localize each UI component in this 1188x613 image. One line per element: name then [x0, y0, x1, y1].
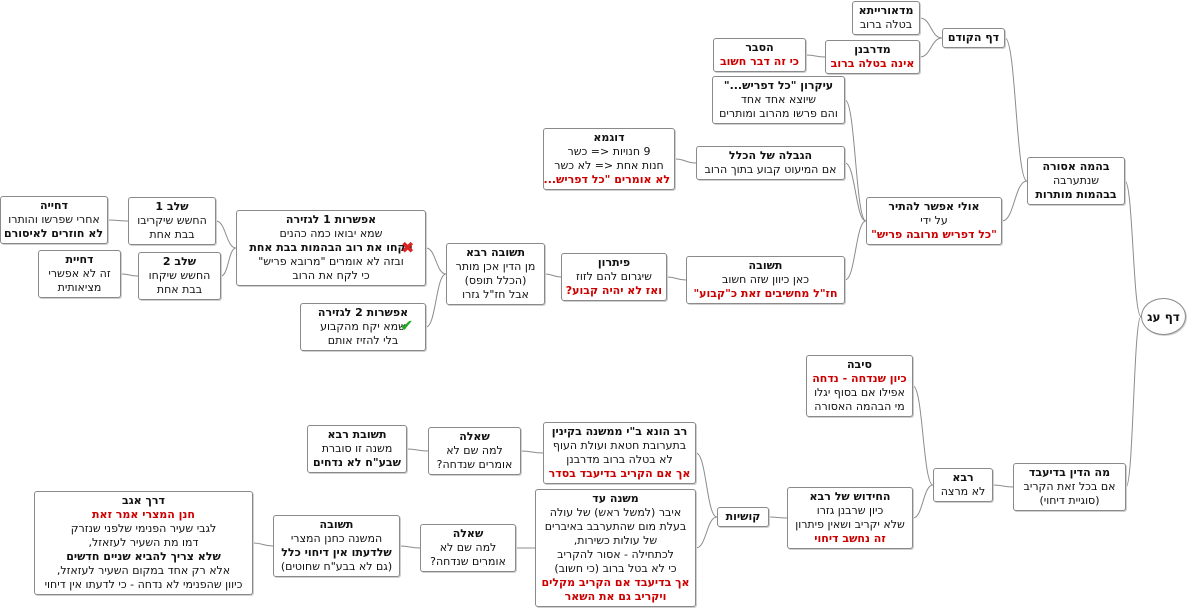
connector-node-maybe-permit-to-node-answer [844, 220, 867, 281]
connector-node-rava-to-node-cause [912, 385, 934, 486]
connector-node-stage-1-to-node-rejection [107, 219, 129, 222]
connector-node-prev-page-to-node-derabanan [919, 37, 943, 58]
node-question-2[interactable]: שאלה למה שם לא אומרים שנדחה? [420, 524, 516, 572]
node-bediavad[interactable]: מה הדין בדיעבד אם בכל זאת הקריב (סוגיית … [1013, 463, 1126, 511]
node-rava-novelty[interactable]: החידוש של רבא כיון שרבנן גזרו שלא יקריב … [787, 487, 913, 549]
node-prev-page[interactable]: דף הקודם [942, 28, 1005, 48]
node-rav-huna[interactable]: רב הונא ב"י ממשנה בקינין בתערובת חטאת וע… [543, 422, 696, 484]
connector-node-difficulties-to-node-mishna [695, 516, 718, 549]
connector-node-stage-2-to-node-reject-2 [120, 273, 139, 277]
connector-node-maybe-permit-to-node-rule-limit [844, 162, 867, 222]
node-rava-answer[interactable]: תשובה רבא מן הדין אכן מותר (הכלל תופס) א… [446, 243, 545, 305]
connector-node-option-1-to-node-stage-1 [215, 220, 237, 249]
connector-node-prev-page-to-node-deoraita [919, 17, 943, 39]
node-rava-answer-2[interactable]: תשובת רבא משנה זו סוברת שבע"ח לא נדחים [307, 425, 407, 473]
connector-node-rava-novelty-to-node-difficulties [768, 516, 788, 519]
connector-node-bediavad-to-node-rava [992, 484, 1014, 488]
node-derabanan[interactable]: מדרבנן אינה בטלה ברוב [825, 40, 920, 74]
connector-node-question-1-to-node-rava-answer-2 [406, 448, 429, 452]
connector-node-rava-answer-to-node-option-2 [425, 273, 447, 328]
node-maybe-permit[interactable]: אולי אפשר להתיר על ידי "כל דפריש מרובה פ… [866, 197, 1002, 245]
node-title: דף הקודם [947, 31, 1000, 44]
connector-node-rava-answer-to-node-option-1 [425, 247, 447, 275]
connector-node-rava-to-node-rava-novelty [912, 484, 934, 519]
connector-node-answer-to-node-solution [666, 276, 687, 281]
node-forbidden-animal[interactable]: בהמה אסורה שנתערבה בבהמות מותרות [1027, 157, 1125, 205]
connector-node-rule-limit-to-node-example [674, 158, 697, 164]
node-rava[interactable]: רבא לא מרצה [933, 468, 993, 502]
connector-node-derabanan-to-node-reason [805, 54, 826, 58]
approve-icon: ✔ [400, 316, 414, 335]
node-question-1[interactable]: שאלה למה שם לא אומרים שנדחה? [428, 427, 521, 475]
node-reject-2[interactable]: דחיית זה לא אפשרי מציאותית [38, 250, 121, 298]
node-aside[interactable]: דרך אגב חנן המצרי אמר זאת לגבי שעיר הפני… [34, 491, 253, 595]
node-cause[interactable]: סיבה כיון שנדחה - נדחה אפילו אם בסוף יגל… [806, 355, 913, 417]
node-deoraita[interactable]: מדאורייתא בטלה ברוב [852, 1, 920, 35]
node-principle[interactable]: עיקרון "כל דפריש..." שיוצא אחד אחד והם פ… [712, 76, 845, 124]
node-example[interactable]: דוגמא 9 חנויות <= כשר חנות אחת <= לא כשר… [543, 128, 675, 190]
node-option-1[interactable]: אפשרות 1 לגזירה שמא יבואו כמה כהנים ויקח… [236, 210, 426, 286]
node-mishna[interactable]: משנה עד איבר (למשל ראש) של עולה בעלת מום… [535, 489, 696, 607]
connector-node-answer-2-to-node-aside [252, 542, 274, 547]
connector-node-difficulties-to-node-rav-huna [695, 452, 718, 518]
root-node[interactable]: דף עג [1141, 298, 1186, 335]
connector-root-node-to-node-bediavad [1125, 316, 1142, 488]
node-difficulties[interactable]: קושיות [717, 507, 769, 527]
reject-icon: ✖ [401, 238, 415, 257]
node-stage-2[interactable]: שלב 2 החשש שיקחו בבת אחת [138, 252, 221, 300]
node-stage-1[interactable]: שלב 1 החשש שיקריבו בבת אחת [128, 197, 216, 245]
node-answer[interactable]: תשובה כאן כיוון שזה חשוב חז"ל מחשיבים זא… [686, 256, 845, 304]
connector-node-question-2-to-node-answer-2 [399, 545, 421, 549]
connector-node-forbidden-animal-to-node-maybe-permit [1001, 180, 1028, 222]
connector-node-maybe-permit-to-node-principle [844, 99, 867, 222]
node-solution[interactable]: פיתרון שיגרום להם לזוז ואז לא יהיה קבוע? [561, 253, 667, 301]
connector-node-solution-to-node-rava-answer [544, 273, 562, 278]
node-rejection[interactable]: דחייה אחרי שפרשו והותרו לא חוזרים לאיסור… [0, 196, 108, 244]
node-answer-2[interactable]: תשובה המשנה כחנן המצרי שלדעתו אין דיחוי … [273, 515, 400, 577]
connector-node-option-1-to-node-stage-2 [220, 247, 237, 277]
connector-node-forbidden-animal-to-node-prev-page [1004, 37, 1028, 182]
connector-root-node-to-node-forbidden-animal [1124, 180, 1142, 317]
connector-node-rav-huna-to-node-question-1 [520, 450, 544, 454]
node-option-2[interactable]: אפשרות 2 לגזירה שמא יקח מהקבוע בלי להזיז… [300, 303, 426, 351]
node-rule-limit[interactable]: הגבלה של הכלל אם המיעוט קבוע בתוך הרוב [696, 146, 845, 180]
node-reason[interactable]: הסבר כי זה דבר חשוב [713, 38, 806, 72]
